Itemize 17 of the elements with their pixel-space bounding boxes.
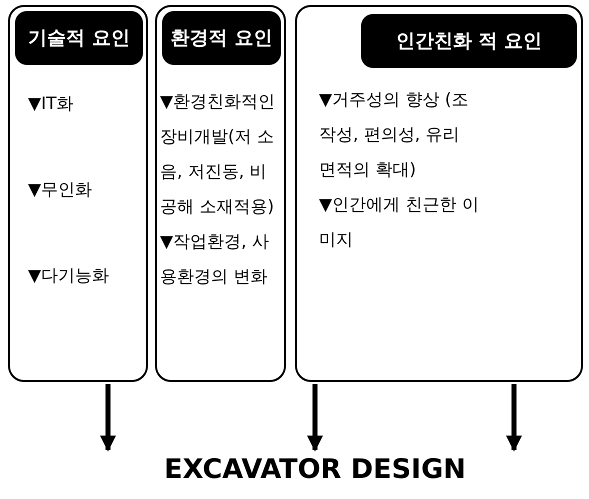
- factor-item: ▼인간에게 친근한 이미지: [319, 194, 479, 252]
- arrow: [307, 384, 323, 452]
- factor-item: ▼다기능화: [28, 265, 110, 288]
- factor-box: [8, 5, 148, 382]
- header-box: 기술적 요인: [15, 11, 143, 65]
- design-title: EXCAVATOR DESIGN: [150, 452, 480, 488]
- factor-item: ▼작업환경, 사용환경의 변화: [160, 231, 270, 289]
- arrow: [506, 384, 522, 452]
- factor-item: ▼무인화: [28, 179, 94, 202]
- factor-item: ▼거주성의 향상 (조작성, 편의성, 유리 면적의 확대): [319, 89, 470, 182]
- factor-box: [155, 5, 286, 382]
- arrow: [100, 384, 116, 452]
- factor-box: [295, 5, 583, 382]
- header-box: 환경적 요인: [162, 11, 281, 65]
- header-box: 인간친화 적 요인: [361, 14, 577, 68]
- factor-item: ▼IT화: [28, 93, 74, 116]
- factor-item: ▼환경친화적인 장비개발(저 소음, 저진동, 비 공해 소재적용): [160, 91, 276, 219]
